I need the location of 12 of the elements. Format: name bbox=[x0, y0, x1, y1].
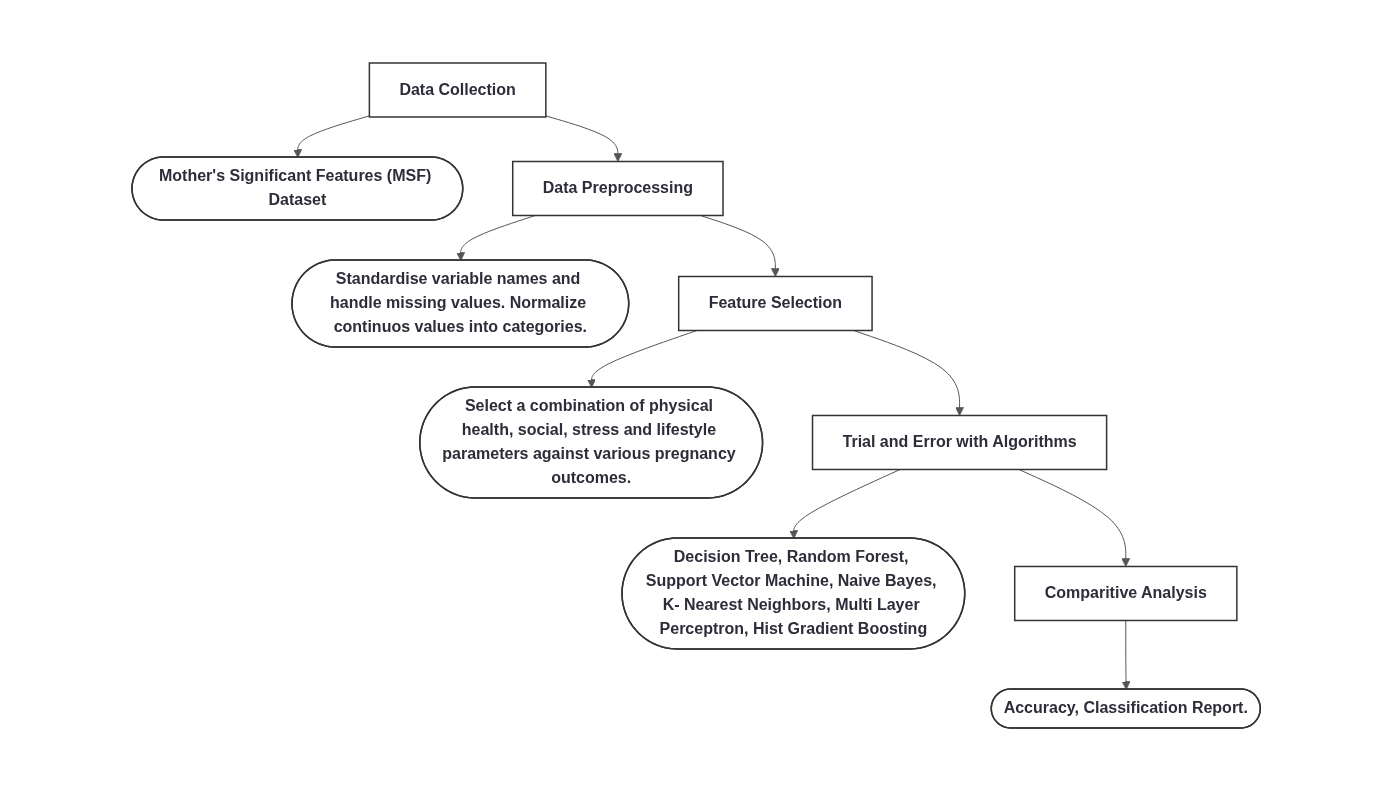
arrow bbox=[1122, 619, 1131, 690]
arrow bbox=[789, 468, 901, 539]
node-box: Feature Selection bbox=[678, 275, 874, 331]
arrow bbox=[293, 114, 371, 158]
node-box: Data Preprocessing bbox=[512, 160, 725, 216]
node-box: Trial and Error with Algorithms bbox=[812, 414, 1108, 470]
arrow bbox=[1018, 468, 1131, 567]
node-box: Comparitive Analysis bbox=[1014, 565, 1238, 621]
arrow bbox=[545, 114, 623, 162]
arrow bbox=[587, 329, 698, 388]
node-box: Data Collection bbox=[369, 61, 547, 118]
arrow bbox=[853, 329, 965, 416]
